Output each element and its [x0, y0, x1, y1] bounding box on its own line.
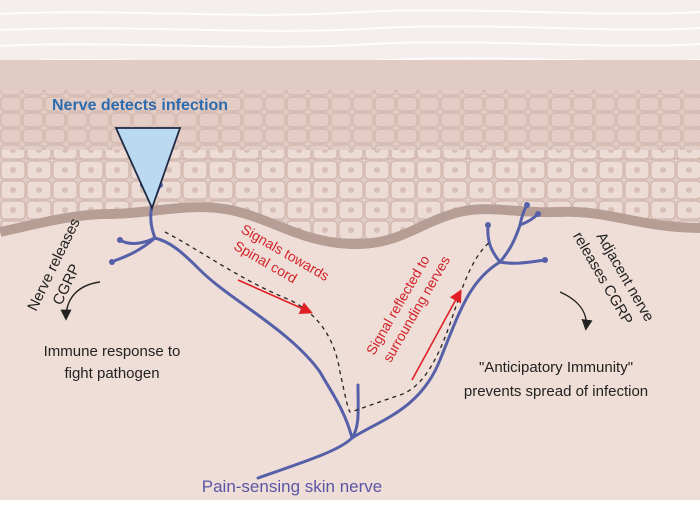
bottom-margin [0, 500, 700, 524]
cgrp-arrow-right [559, 291, 593, 331]
label-nerve-detects-infection: Nerve detects infection [52, 97, 228, 114]
epidermis [0, 60, 700, 245]
label-immune-response-line2: fight pathogen [64, 365, 159, 382]
label-immune-response-line1: Immune response to [44, 343, 181, 360]
detection-triangle [114, 127, 182, 211]
signal-arrow-to-spinal-cord [237, 279, 313, 314]
label-anticipatory-immunity-line1: "Anticipatory Immunity" [479, 359, 633, 376]
basal-layer [0, 202, 700, 250]
label-anticipatory-immunity-line2: prevents spread of infection [464, 383, 648, 400]
dermis [0, 212, 700, 500]
signal-arrow-reflected [411, 289, 462, 381]
cgrp-arrow-left [60, 281, 101, 321]
label-pain-sensing-skin-nerve: Pain-sensing skin nerve [202, 477, 382, 496]
